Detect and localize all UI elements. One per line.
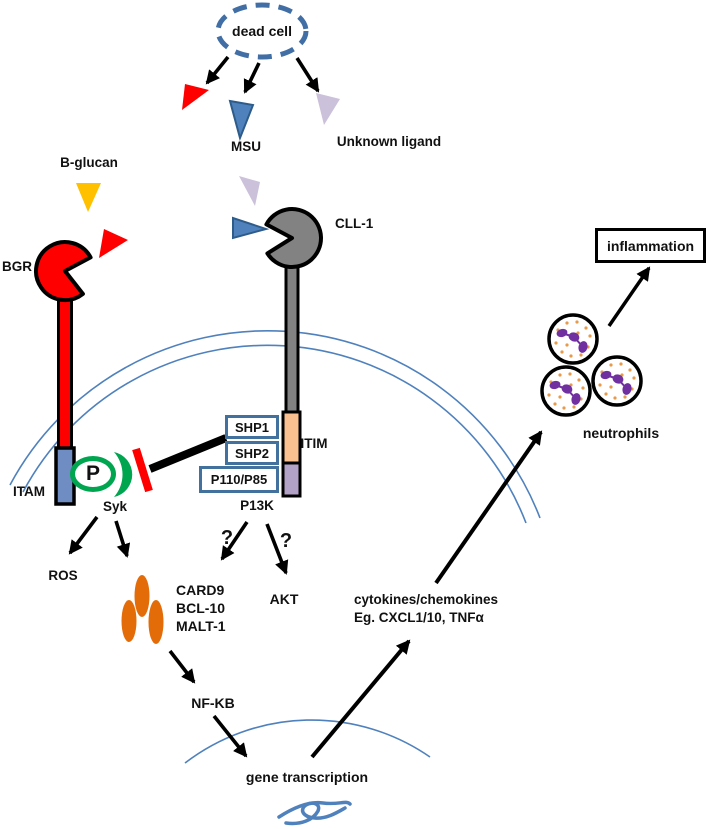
arrow-neutrophils-to-inflammation [607, 266, 651, 327]
msu-label: MSU [231, 139, 261, 154]
arrow-cytokines-to-neutrophils [434, 430, 543, 585]
akt-label: AKT [269, 591, 299, 607]
arrow-deadcell-to-msu [243, 62, 261, 94]
neutrophil-cell [540, 365, 592, 417]
pi3k-binding-domain [281, 461, 302, 498]
cell-membrane-inner-arc [22, 344, 527, 524]
nfkb-label: NF-KB [191, 695, 235, 711]
inhibition-line [148, 434, 228, 473]
malt1-label: MALT-1 [176, 618, 226, 634]
question-mark-1: ? [220, 527, 234, 549]
neutrophils-label: neutrophils [582, 425, 660, 441]
unknown-ligand-label: Unknown ligand [336, 134, 442, 149]
shp2-box: SHP2 [225, 441, 279, 465]
lavender-ligand-triangle-cll1 [239, 176, 260, 206]
question-mark-2: ? [279, 530, 293, 552]
syk-crescent [114, 452, 133, 497]
itam-label: ITAM [13, 484, 45, 499]
card9-complex-ovals [121, 575, 164, 644]
dna-squiggle-icon [277, 800, 352, 826]
red-ligand-triangle-bgr [99, 229, 128, 258]
neutrophil-cell [591, 355, 643, 407]
arrow-p13k-to-akt [265, 523, 289, 575]
bgr-stem [57, 294, 73, 451]
bgr-receptor-head [34, 240, 93, 303]
p110-p85-label: P110/P85 [210, 472, 268, 487]
arrow-syk-to-card9 [114, 520, 131, 558]
card9-complex-labels: CARD9 BCL-10 MALT-1 [176, 581, 226, 635]
msu-triangle [228, 99, 255, 142]
neutrophil-cells [540, 313, 643, 417]
shp1-label: SHP1 [235, 419, 269, 435]
card9-label: CARD9 [176, 582, 225, 598]
arrow-gene-transcription-to-cytokines [310, 639, 411, 759]
arrow-p13k-to-card9 [220, 520, 249, 561]
unknown-ligand-triangle [316, 93, 340, 125]
msu-triangle-cll1 [232, 216, 270, 240]
p13k-label: P13K [240, 498, 274, 513]
arrow-deadcell-to-red-ligand [205, 55, 230, 85]
bcl10-label: BCL-10 [176, 600, 226, 616]
dead-cell-label: dead cell [232, 23, 292, 39]
inflammation-box: inflammation [595, 228, 706, 263]
dead-cell-ellipse [215, 2, 309, 60]
itim-domain [281, 410, 302, 466]
cytokines-line1: cytokines/chemokines [354, 592, 499, 607]
arrow-syk-to-ros [68, 515, 99, 555]
cll1-receptor-head [264, 207, 323, 269]
b-glucan-triangle [76, 183, 101, 212]
arrow-card9-to-nfkb [168, 649, 196, 684]
cll1-stem [284, 262, 300, 418]
b-glucan-label: B-glucan [60, 155, 118, 170]
inflammation-label: inflammation [606, 237, 695, 254]
cytokines-label: cytokines/chemokines Eg. CXCL1/10, TNFα [354, 591, 498, 626]
red-ligand-triangle-top [182, 84, 209, 110]
p110-p85-box: P110/P85 [199, 466, 279, 493]
phospho-label: P [85, 462, 100, 485]
neutrophil-cell [547, 313, 599, 365]
shp1-box: SHP1 [225, 415, 279, 439]
arrow-deadcell-to-unknown-ligand [295, 57, 320, 93]
cll1-label: CLL-1 [335, 216, 374, 231]
inhibition-red-bar [132, 447, 153, 493]
arrow-nfkb-to-gene-transcription [212, 714, 248, 758]
shp2-label: SHP2 [235, 445, 269, 461]
bgr-label: BGR [2, 259, 32, 274]
syk-label: Syk [102, 499, 128, 514]
gene-transcription-label: gene transcription [245, 769, 369, 785]
itim-label: ITIM [300, 436, 328, 451]
phospho-circle: P [70, 456, 116, 492]
ros-label: ROS [48, 568, 78, 583]
cytokines-line2: Eg. CXCL1/10, TNFα [354, 609, 484, 625]
nucleus-arc [184, 719, 431, 764]
